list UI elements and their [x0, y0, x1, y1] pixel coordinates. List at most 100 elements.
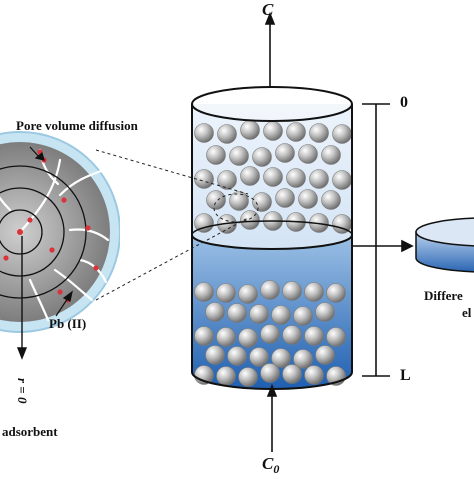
adsorbent-particle — [205, 345, 225, 365]
pore-channel — [18, 158, 62, 234]
adsorbent-particle — [293, 306, 313, 326]
adsorbent-particle — [304, 365, 324, 385]
adsorbent-particle — [332, 124, 352, 144]
adsorbent-particle — [275, 143, 295, 163]
adsorbent-particle — [206, 145, 226, 165]
differential-element-label-line1: Differe — [424, 288, 463, 303]
adsorbent-particle — [298, 189, 318, 209]
adsorbent-particle — [249, 347, 269, 367]
column-outline — [191, 86, 353, 390]
adsorbent-particle — [282, 325, 302, 345]
adsorbent-particle — [321, 190, 341, 210]
pellet-ring — [0, 209, 43, 255]
adsorbent-particle — [309, 123, 329, 143]
adsorbent-particle — [309, 169, 329, 189]
adsorbent-particle — [229, 191, 249, 211]
adsorbent-particle — [217, 170, 237, 190]
radius-zero-label: r = 0 — [15, 378, 30, 404]
adsorbent-particle — [194, 326, 214, 346]
adsorbent-particle — [229, 146, 249, 166]
inlet-concentration-label: C0 — [262, 454, 280, 476]
adsorption-site — [93, 265, 99, 271]
adsorbent-particle — [286, 168, 306, 188]
outlet-concentration-label: C — [262, 0, 274, 19]
adsorbent-particle — [271, 305, 291, 325]
adsorbent-particle — [216, 366, 236, 386]
pore-channel — [53, 268, 94, 302]
adsorbent-particle — [227, 346, 247, 366]
adsorbent-particle — [240, 120, 260, 140]
adsorption-site — [27, 217, 33, 223]
adsorbent-particle — [194, 169, 214, 189]
adsorption-site — [57, 289, 63, 295]
adsorption-site — [85, 225, 91, 231]
adsorption-site — [61, 197, 67, 203]
adsorbent-particle — [275, 188, 295, 208]
adsorbent-particle — [227, 303, 247, 323]
lead-pointer — [55, 290, 73, 317]
inlet-subscript: 0 — [273, 462, 280, 476]
adsorbent-particle — [252, 192, 272, 212]
adsorbent-particle — [260, 324, 280, 344]
length-l-label: L — [400, 367, 411, 384]
adsorbent-particle — [298, 144, 318, 164]
adsorbent-particle — [194, 282, 214, 302]
adsorbent-particle — [216, 283, 236, 303]
lead-ion-label: Pb (II) — [49, 316, 87, 331]
inlet-arrow — [266, 383, 278, 452]
adsorbent-particle — [282, 364, 302, 384]
adsorbent-particle — [326, 283, 346, 303]
pore-channel — [58, 168, 106, 197]
adsorbent-particle — [286, 122, 306, 142]
adsorbent-particle — [238, 367, 258, 387]
adsorption-site — [49, 247, 55, 253]
pore-diffusion-label: Pore volume diffusion — [16, 118, 138, 133]
adsorbent-particle — [332, 170, 352, 190]
pore-channel — [28, 278, 50, 322]
adsorption-site — [3, 255, 9, 261]
adsorbent-particle — [263, 121, 283, 141]
adsorbent-particle — [326, 327, 346, 347]
radius-axis-arrow — [16, 236, 28, 360]
adsorbent-particle — [194, 213, 214, 233]
pellet-ring — [0, 187, 65, 277]
adsorbent-particle — [217, 124, 237, 144]
adsorbent-particle — [238, 284, 258, 304]
adsorbent-particle — [260, 280, 280, 300]
adsorbent-particle — [271, 348, 291, 368]
inlet-c-letter: C — [262, 454, 274, 473]
adsorbent-label: adsorbent — [2, 424, 58, 439]
pellet-ring — [0, 165, 87, 299]
length-zero-label: 0 — [400, 94, 408, 111]
adsorbent-particle — [240, 210, 260, 230]
adsorbent-particle — [315, 345, 335, 365]
differential-element-label-line2: el — [462, 305, 472, 320]
adsorbent-particle — [282, 281, 302, 301]
adsorbent-particle — [194, 123, 214, 143]
pore-channel — [68, 228, 110, 242]
pore-diffusion-pointer — [29, 146, 45, 161]
adsorbent-particle — [240, 166, 260, 186]
length-axis — [362, 103, 390, 377]
adsorbent-particle — [252, 147, 272, 167]
zoom-connector-lines — [95, 149, 249, 301]
adsorbent-particles — [194, 120, 352, 387]
adsorbent-particle — [304, 326, 324, 346]
adsorbent-particle — [293, 349, 313, 369]
differential-element-disk — [415, 217, 474, 273]
adsorbent-particle — [304, 282, 324, 302]
adsorbent-pellet — [0, 131, 120, 333]
pore-channel — [0, 196, 12, 212]
adsorbent-particle — [238, 328, 258, 348]
adsorbent-particle — [263, 167, 283, 187]
adsorbent-particle — [206, 190, 226, 210]
adsorbent-particle — [205, 302, 225, 322]
zoom-source-outline — [213, 193, 259, 223]
adsorbent-particle — [315, 302, 335, 322]
outlet-arrow — [264, 11, 276, 88]
adsorbent-particle — [216, 327, 236, 347]
adsorbent-particle — [321, 145, 341, 165]
differential-arrow — [352, 239, 414, 253]
